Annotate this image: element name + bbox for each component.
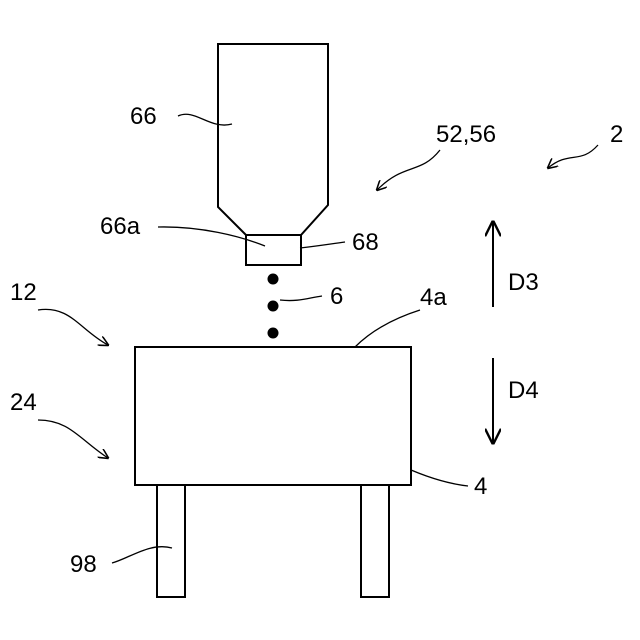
- label-66a: 66a: [100, 213, 141, 240]
- outlet: [246, 235, 301, 265]
- label-4a: 4a: [420, 284, 447, 311]
- label-D4: D4: [508, 377, 539, 404]
- pointer-arrow-52-56: [377, 150, 440, 190]
- label-2: 2: [610, 121, 623, 148]
- droplet: [268, 274, 279, 285]
- leader-68: [300, 242, 345, 248]
- leg-left: [157, 485, 185, 597]
- label-98: 98: [70, 551, 97, 578]
- label-68: 68: [352, 229, 379, 256]
- label-12: 12: [10, 279, 37, 306]
- label-6: 6: [330, 283, 343, 310]
- droplet: [268, 301, 279, 312]
- droplet: [268, 328, 279, 339]
- label-24: 24: [10, 389, 37, 416]
- leader-4a: [355, 310, 420, 347]
- leader-4: [411, 470, 468, 486]
- leg-right: [361, 485, 389, 597]
- label-4: 4: [474, 473, 487, 500]
- label-52-56: 52,56: [436, 121, 496, 148]
- label-D3: D3: [508, 269, 539, 296]
- leader-6: [280, 296, 322, 301]
- pointer-arrow-12: [38, 309, 108, 345]
- label-66: 66: [130, 103, 157, 130]
- nozzle-body: [218, 44, 328, 235]
- block: [135, 347, 411, 485]
- pointer-arrow-24: [38, 420, 108, 458]
- pointer-arrow-2: [548, 145, 598, 168]
